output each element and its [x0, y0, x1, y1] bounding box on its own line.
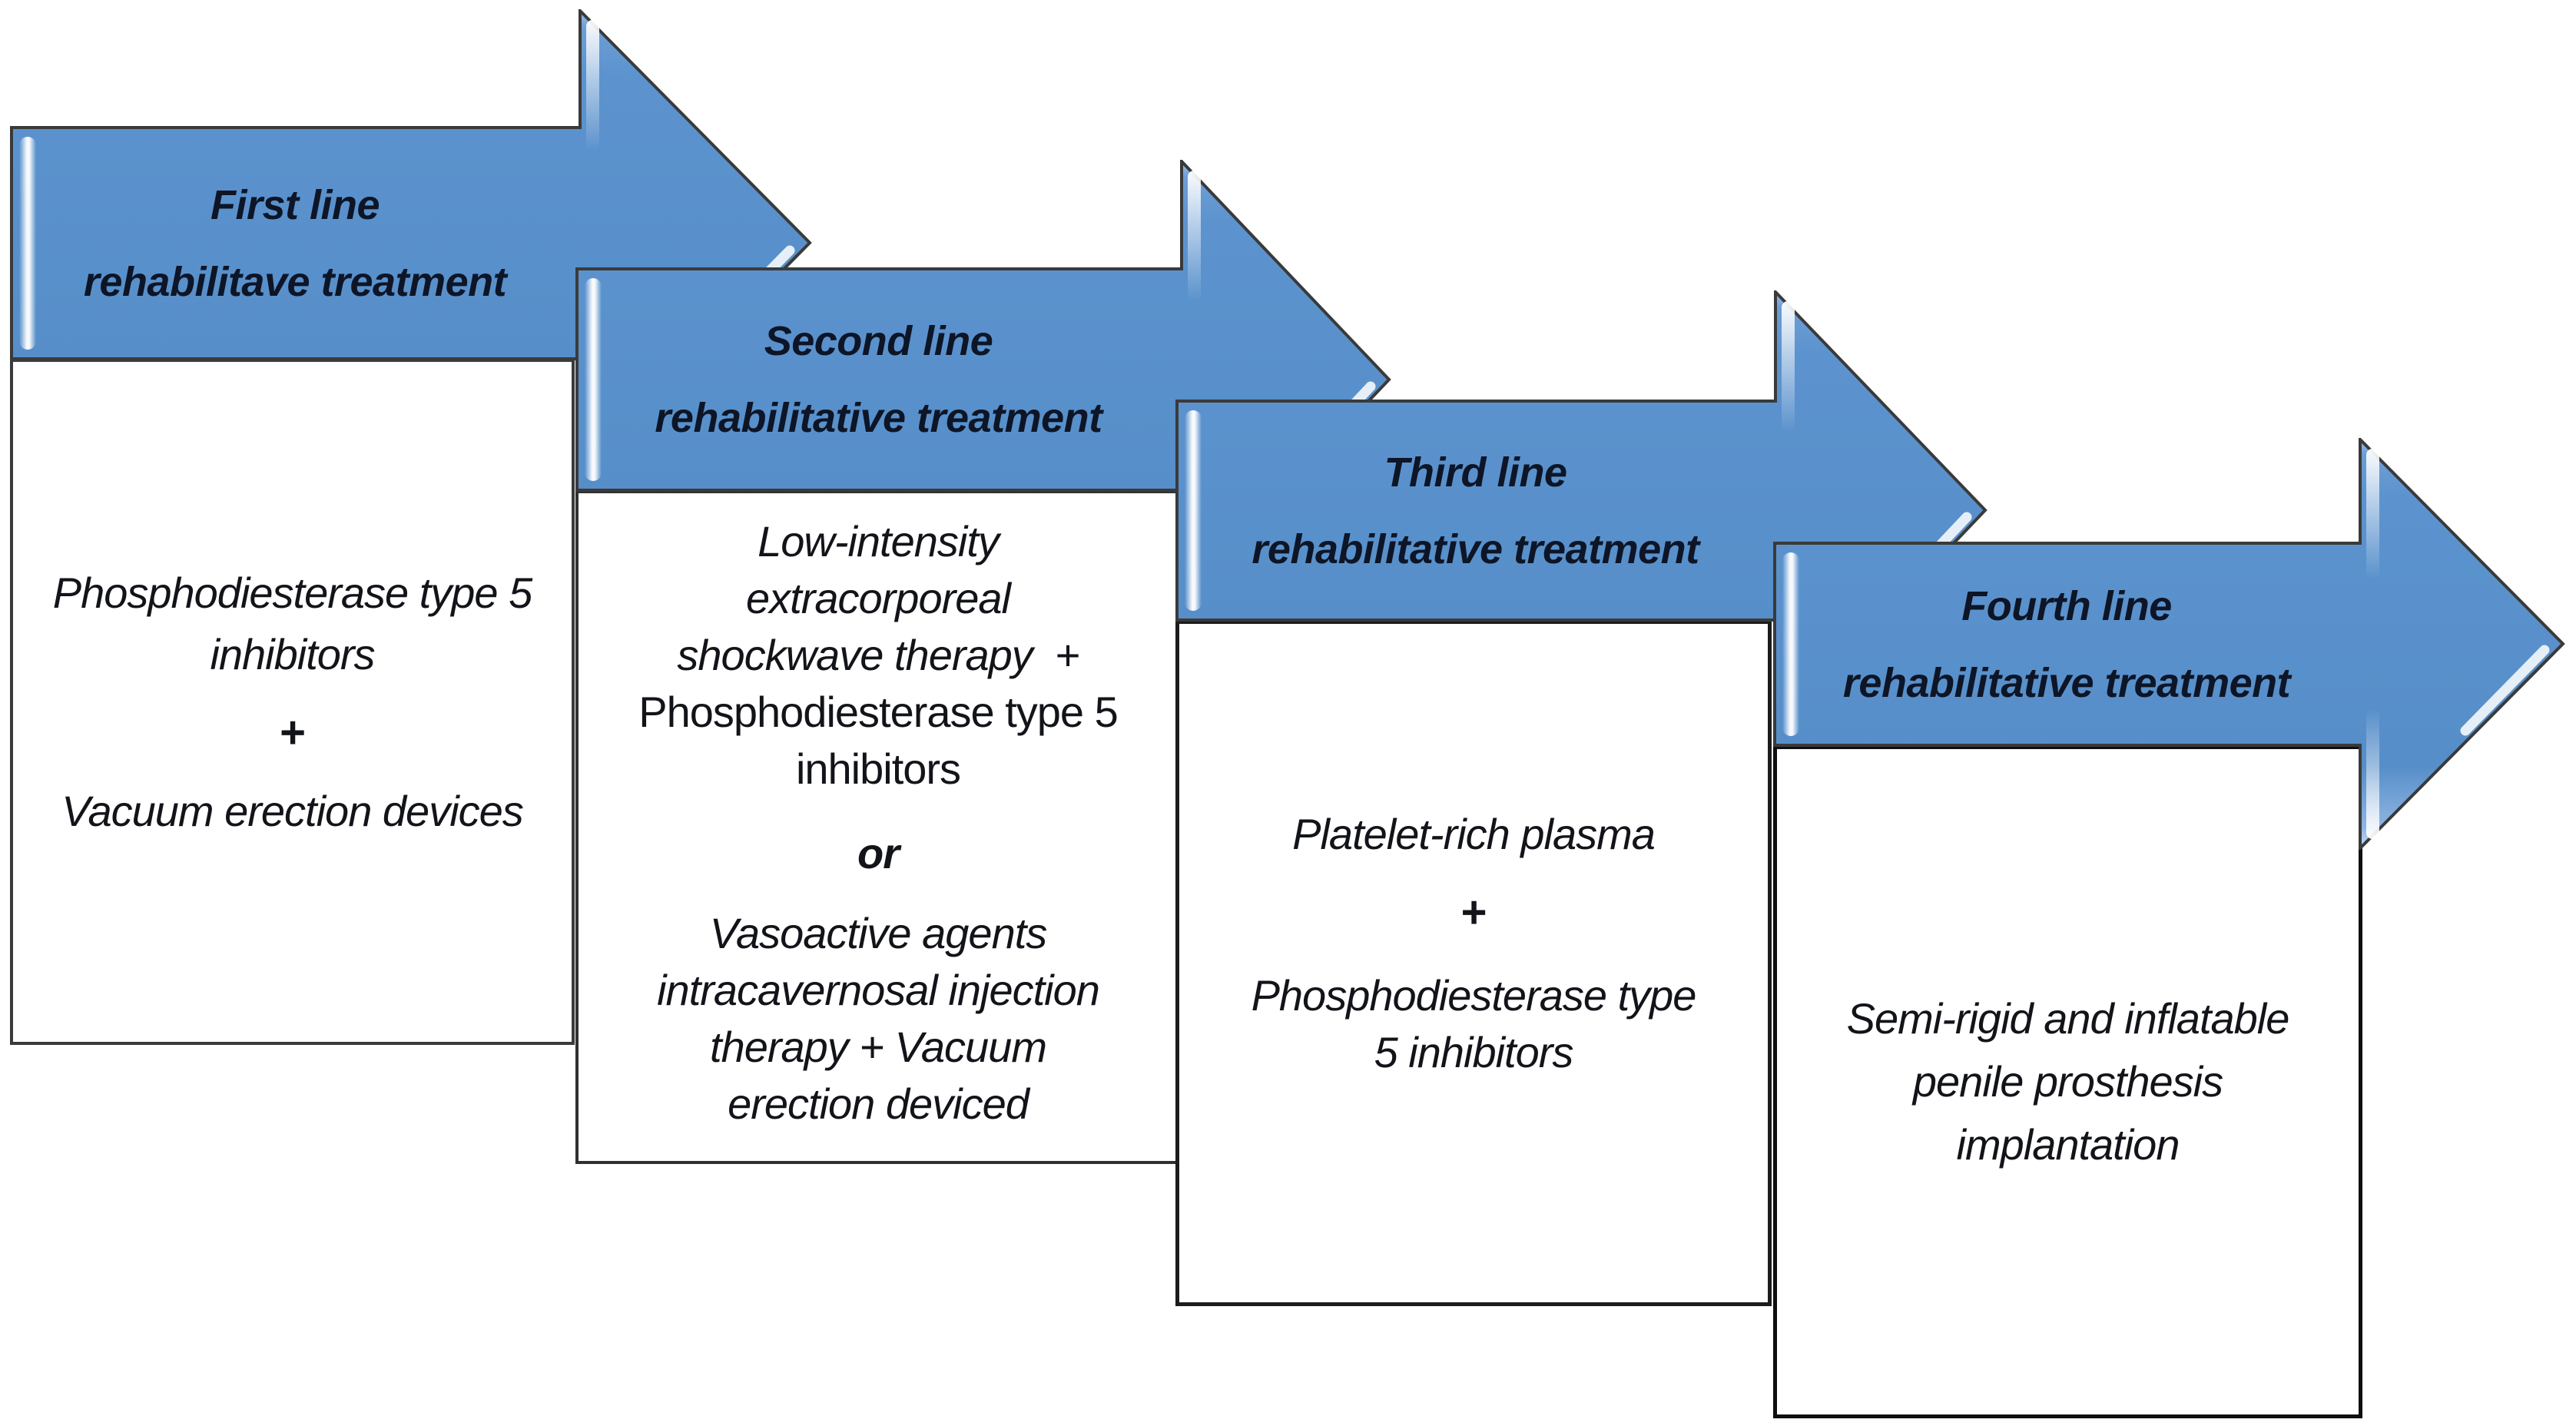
treatment-line: Low-intensity	[758, 517, 1000, 565]
treatment-line: implantation	[1956, 1120, 2180, 1169]
treatment-line: shockwave therapy +	[677, 631, 1079, 679]
treatment-line: intracavernosal injection	[657, 966, 1100, 1014]
treatment-line: Platelet-rich plasma	[1292, 809, 1656, 858]
treatment-line: extracorporeal	[746, 574, 1011, 622]
box-second-line-treatments: Low-intensity extracorporeal shockwave t…	[575, 490, 1181, 1164]
treatment-line: therapy + Vacuum	[710, 1023, 1047, 1071]
box-first-line-treatments: Phosphodiesterase type 5 inhibitors + Va…	[10, 359, 575, 1045]
treatment-line: Phosphodiesterase type 5	[52, 568, 533, 617]
treatment-line: penile prosthesis	[1912, 1057, 2223, 1106]
box-third-line-treatments: Platelet-rich plasma + Phosphodiesterase…	[1175, 620, 1772, 1306]
plus-sign: +	[280, 707, 306, 758]
or-connector: or	[857, 829, 900, 877]
block-arrow-icon	[1773, 438, 2565, 850]
treatment-line: Vasoactive agents	[709, 909, 1048, 957]
treatment-line: Phosphodiesterase type	[1251, 970, 1697, 1020]
treatment-line: Phosphodiesterase type 5	[638, 688, 1119, 736]
plus-sign: +	[1460, 887, 1487, 937]
treatment-line: Semi-rigid and inflatable	[1846, 994, 2290, 1043]
treatment-line: Vacuum erection devices	[61, 786, 524, 835]
treatment-line: 5 inhibitors	[1374, 1027, 1574, 1076]
box-fourth-line-treatments: Semi-rigid and inflatable penile prosthe…	[1773, 745, 2362, 1418]
treatment-line: erection deviced	[728, 1079, 1029, 1128]
treatment-line: inhibitors	[795, 745, 961, 793]
treatment-line: inhibitors	[210, 629, 375, 678]
